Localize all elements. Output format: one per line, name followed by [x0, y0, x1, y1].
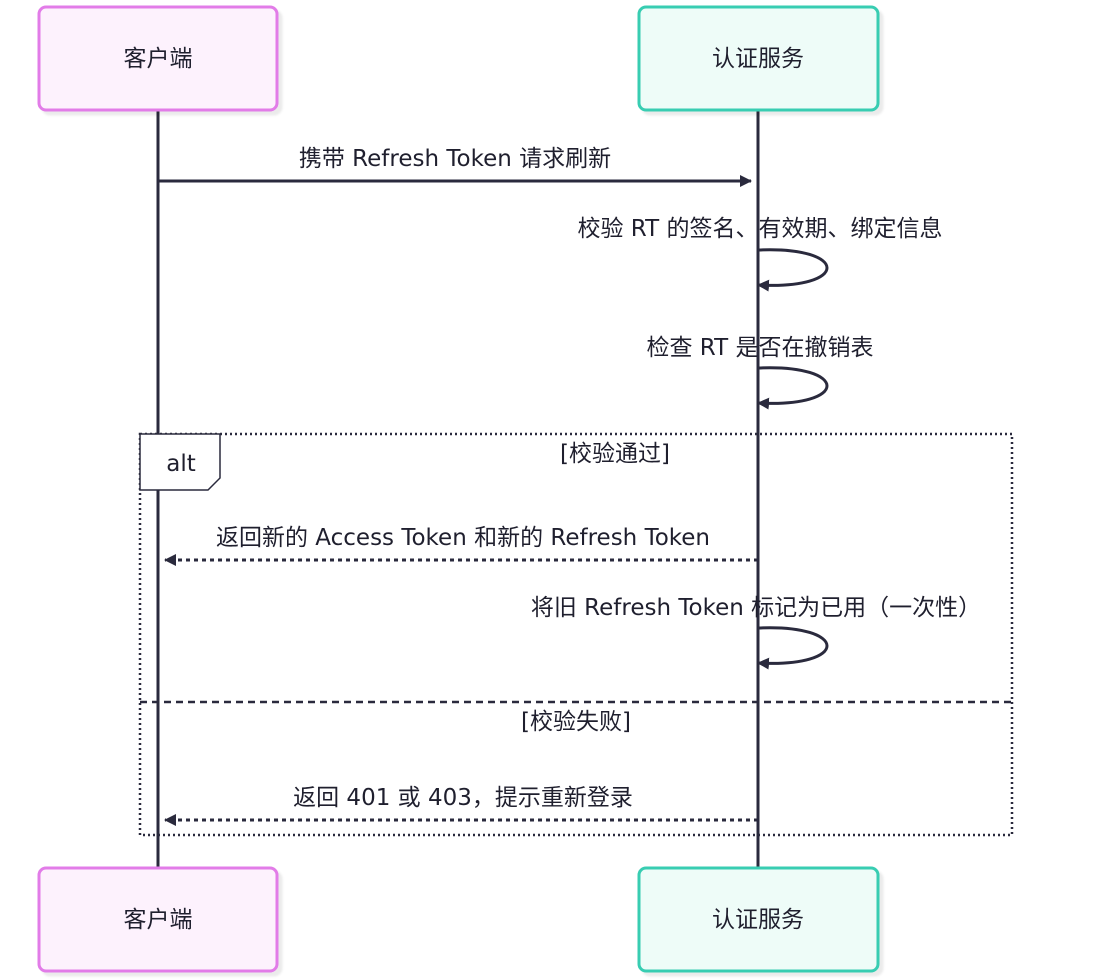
- participant-label: 认证服务: [712, 907, 804, 933]
- message-label: 携带 Refresh Token 请求刷新: [299, 146, 611, 172]
- alt-keyword: alt: [166, 451, 196, 477]
- alt-frame-border: [138, 432, 1014, 837]
- participant-auth-bottom: 认证服务: [637, 866, 880, 973]
- alt-branch-failure-label: [校验失败]: [521, 709, 631, 735]
- message-return-new-tokens: 返回新的 Access Token 和新的 Refresh Token: [164, 525, 758, 566]
- alt-branch-success-label: [校验通过]: [560, 441, 670, 467]
- participant-client-top: 客户端: [37, 5, 279, 112]
- participant-box: [637, 5, 880, 112]
- message-label: 检查 RT 是否在撤销表: [647, 335, 874, 361]
- message-label: 校验 RT 的签名、有效期、绑定信息: [578, 216, 943, 242]
- message-verify-rt: 校验 RT 的签名、有效期、绑定信息: [578, 216, 943, 292]
- message-mark-used: 将旧 Refresh Token 标记为已用（一次性）: [531, 595, 981, 670]
- self-message-arrow: [757, 626, 829, 670]
- participant-box: [637, 866, 880, 973]
- participant-client-bottom: 客户端: [37, 866, 279, 973]
- participant-box: [37, 866, 279, 973]
- message-return-error: 返回 401 或 403，提示重新登录: [164, 785, 758, 826]
- message-label: 返回 401 或 403，提示重新登录: [293, 785, 633, 811]
- message-label: 将旧 Refresh Token 标记为已用（一次性）: [531, 595, 981, 621]
- message-check-revocation: 检查 RT 是否在撤销表: [647, 335, 874, 410]
- participant-box: [37, 5, 279, 112]
- self-message-arrow: [757, 366, 829, 410]
- alt-frame: alt [校验通过] [校验失败]: [138, 432, 1014, 837]
- participant-label: 认证服务: [712, 46, 804, 72]
- self-message-arrow: [757, 248, 829, 292]
- alt-frame-tab: [139, 433, 221, 491]
- message-label: 返回新的 Access Token 和新的 Refresh Token: [216, 525, 710, 551]
- participant-label: 客户端: [124, 46, 193, 72]
- participant-auth-top: 认证服务: [637, 5, 880, 112]
- message-request-refresh: 携带 Refresh Token 请求刷新: [158, 146, 752, 187]
- participant-label: 客户端: [124, 907, 193, 933]
